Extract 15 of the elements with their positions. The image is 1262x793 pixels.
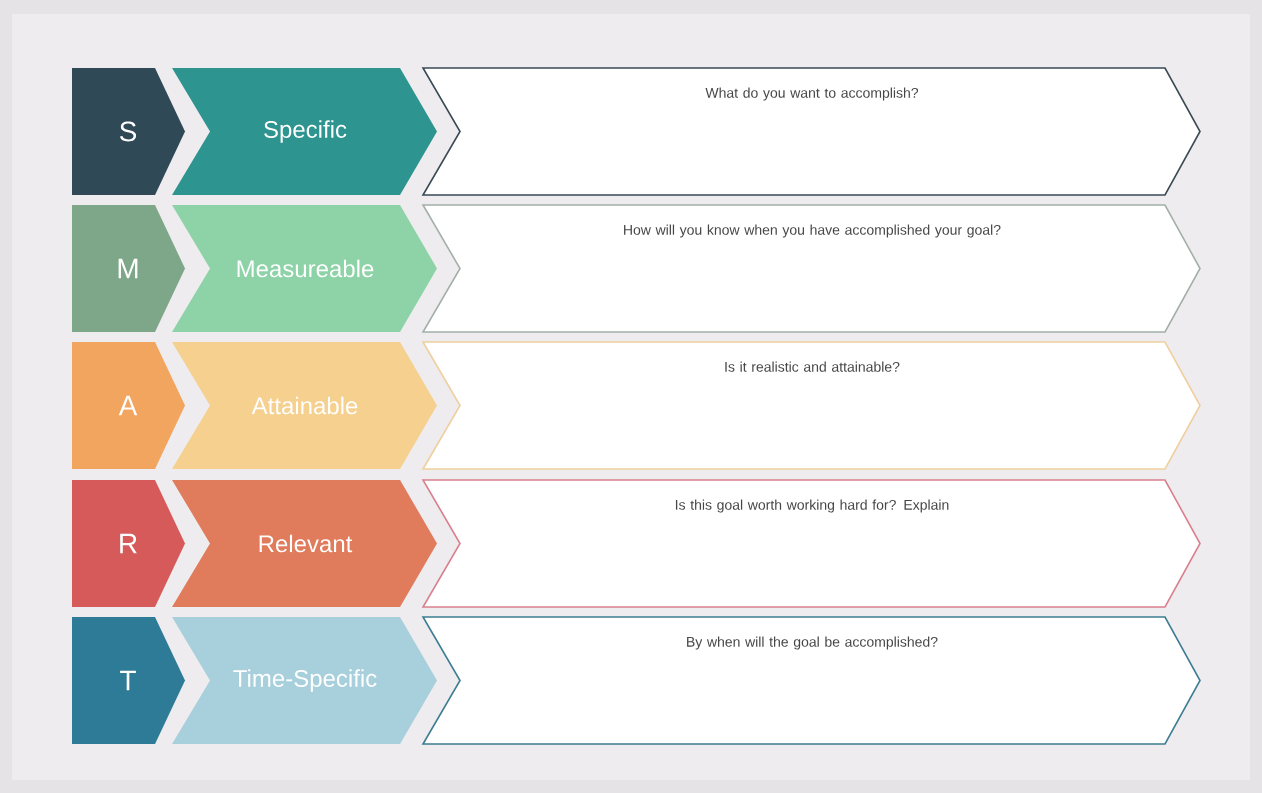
question-box: What do you want to accomplish? xyxy=(421,67,1201,196)
letter-tab: S xyxy=(72,68,185,195)
letter-tab: T xyxy=(72,617,185,744)
category-tab: Relevant xyxy=(172,480,437,607)
letter-tab: A xyxy=(72,342,185,469)
question-box: Is this goal worth working hard for? Explain xyxy=(421,479,1201,608)
letter-tab: M xyxy=(72,205,185,332)
question-box: Is it realistic and attainable? xyxy=(421,341,1201,470)
question-box: How will you know when you have accomplished your goal? xyxy=(421,204,1201,333)
category-tab: Time-Specific xyxy=(172,617,437,744)
category-tab: Measureable xyxy=(172,205,437,332)
letter-tab: R xyxy=(72,480,185,607)
question-box: By when will the goal be accomplished? xyxy=(421,616,1201,745)
category-tab: Specific xyxy=(172,68,437,195)
category-tab: Attainable xyxy=(172,342,437,469)
